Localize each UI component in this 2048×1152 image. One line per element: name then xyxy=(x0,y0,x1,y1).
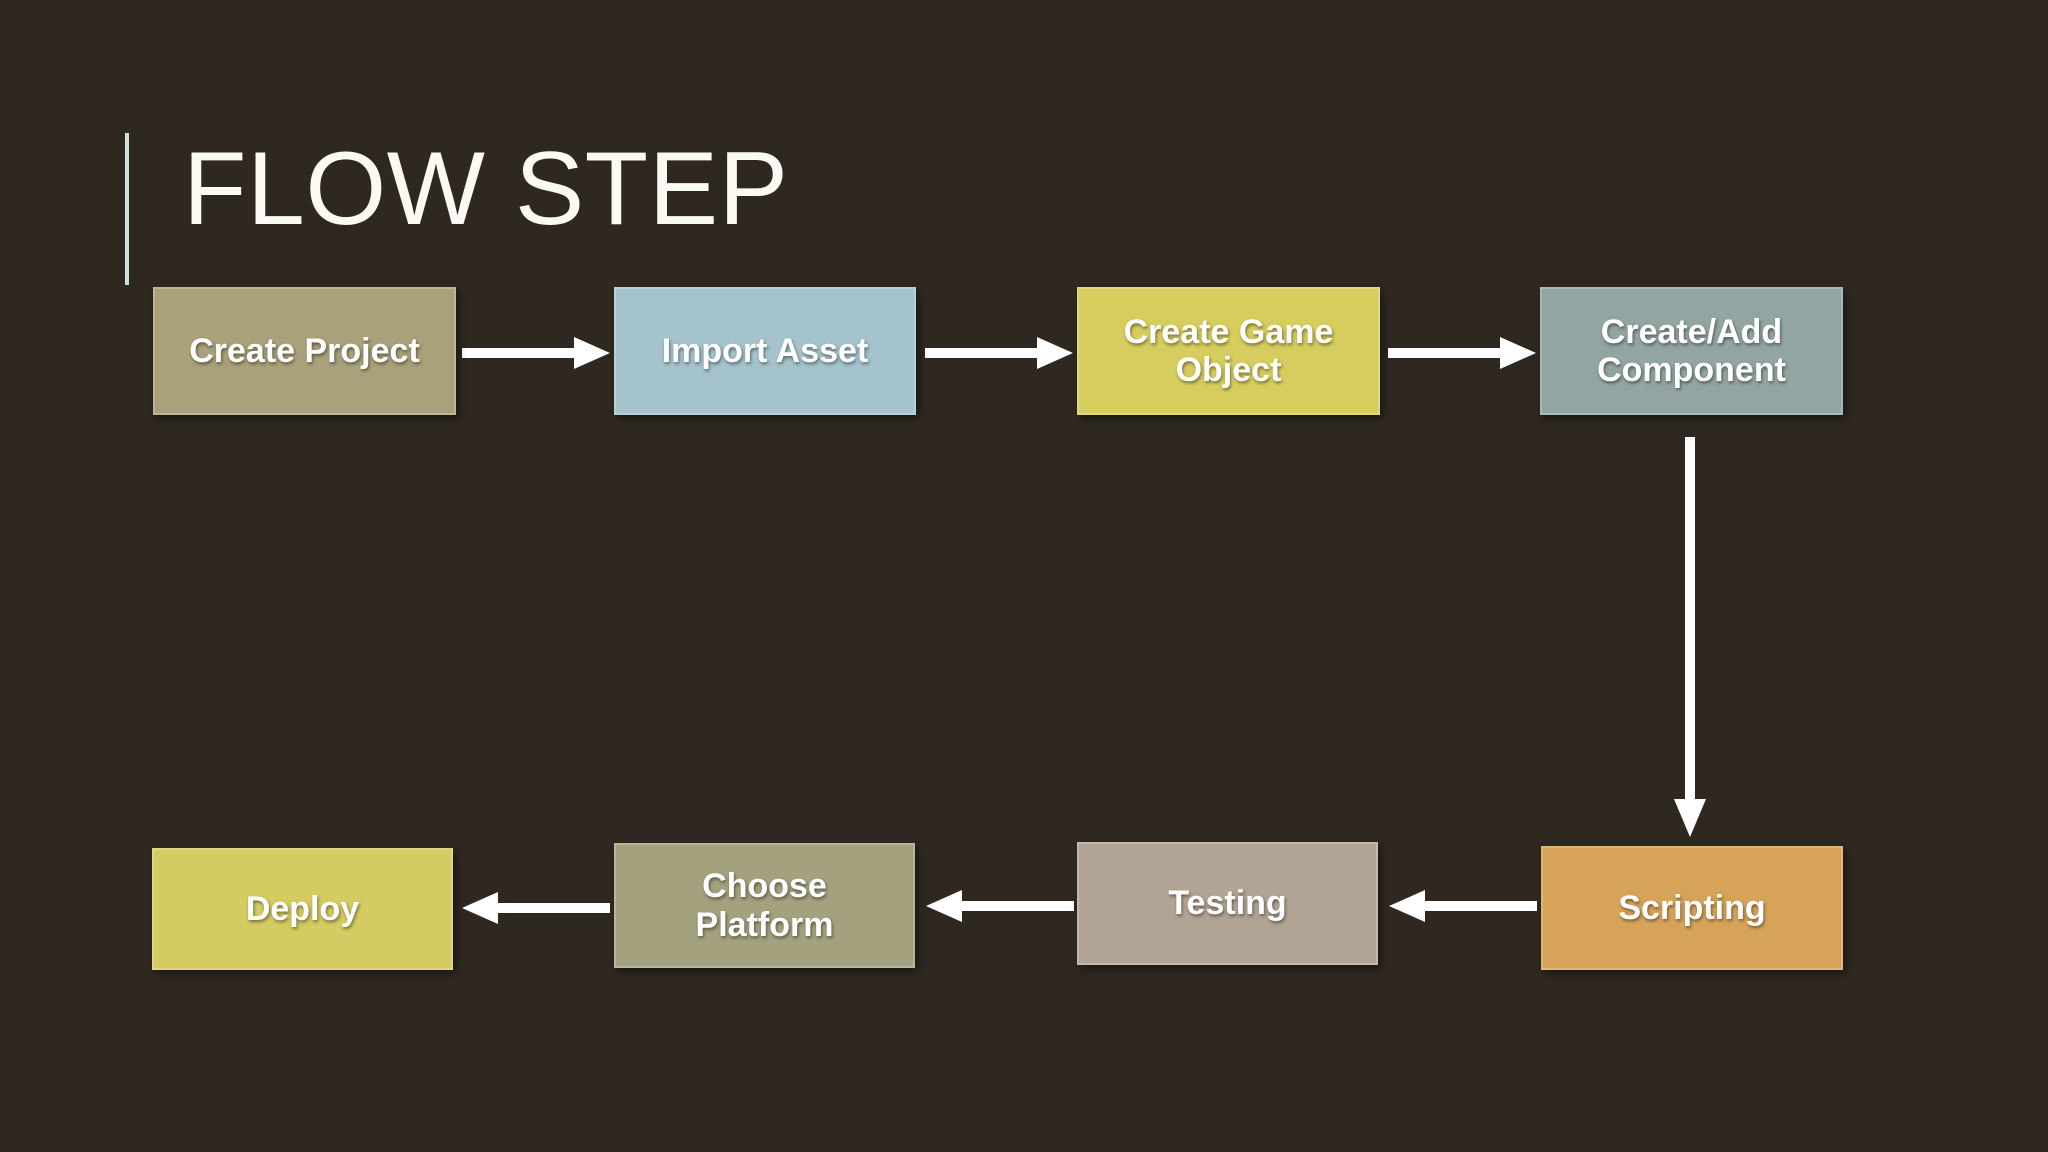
flow-node-label-line-1: Choose xyxy=(702,867,827,906)
flow-node-label: Deploy xyxy=(245,889,360,928)
flow-node-label: Create/Add Component xyxy=(1597,313,1786,390)
flow-node-import-asset[interactable]: Import Asset xyxy=(614,287,916,415)
flow-node-label: Import Asset xyxy=(661,331,869,370)
flow-node-create-add-component[interactable]: Create/Add Component xyxy=(1540,287,1843,415)
arrow-testing-to-choose-platform xyxy=(926,886,1074,926)
flow-node-create-game-object[interactable]: Create Game Object xyxy=(1077,287,1380,415)
arrow-import-asset-to-create-game-object xyxy=(925,333,1073,373)
flow-node-label: Create Game Object xyxy=(1124,313,1334,390)
arrow-scripting-to-testing xyxy=(1389,886,1537,926)
arrow-choose-platform-to-deploy xyxy=(462,888,610,928)
flow-node-label-line-2: Platform xyxy=(695,905,834,944)
flow-node-deploy[interactable]: Deploy xyxy=(152,848,453,970)
flow-node-label-line-1: Create/Add xyxy=(1600,312,1783,351)
flow-node-label-line-1: Create Game xyxy=(1123,312,1334,351)
title-accent-bar xyxy=(125,133,129,285)
page-title: FLOW STEP xyxy=(183,131,789,247)
flow-node-label: Choose Platform xyxy=(696,867,834,944)
flow-node-testing[interactable]: Testing xyxy=(1077,842,1378,965)
flow-node-label: Testing xyxy=(1168,884,1287,923)
flow-node-label: Scripting xyxy=(1618,888,1766,927)
flow-node-scripting[interactable]: Scripting xyxy=(1541,846,1843,970)
arrow-create-add-component-to-scripting xyxy=(1670,437,1710,837)
arrow-create-project-to-import-asset xyxy=(462,333,610,373)
flow-node-label-line-2: Object xyxy=(1175,351,1282,389)
flow-node-label-line-2: Component xyxy=(1597,351,1786,389)
flow-node-choose-platform[interactable]: Choose Platform xyxy=(614,843,915,968)
flow-node-create-project[interactable]: Create Project xyxy=(153,287,456,415)
arrow-create-game-object-to-create-add-component xyxy=(1388,333,1536,373)
flow-node-label: Create Project xyxy=(189,331,420,370)
